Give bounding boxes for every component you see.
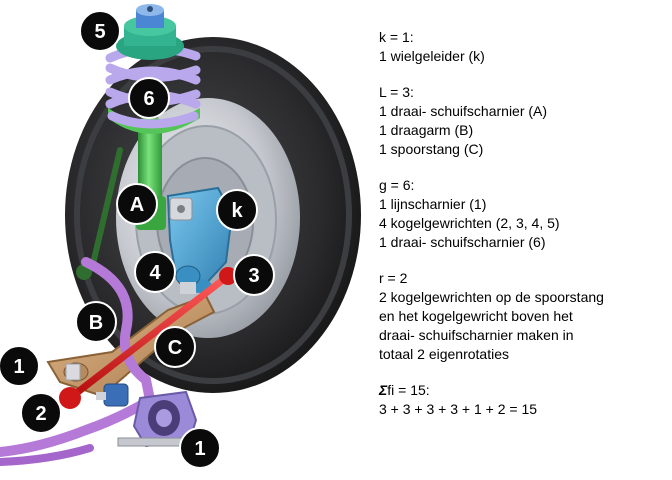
label-5: 5 [79, 10, 121, 52]
L-block: L = 3: 1 draai- schuifscharnier (A) 1 dr… [379, 83, 671, 159]
tie-rod [59, 267, 237, 409]
stabilizer-clamp [96, 383, 129, 407]
r-line-3: draai- schuifscharnier maken in [379, 327, 574, 343]
g-line-2: 4 kogelgewrichten (2, 3, 4, 5) [379, 215, 560, 231]
spring-seat [108, 108, 200, 134]
label-3: 3 [233, 254, 275, 296]
label-C: C [154, 326, 196, 368]
stabilizer-link [89, 147, 123, 271]
svg-text:5: 5 [94, 21, 105, 43]
svg-text:2: 2 [35, 403, 46, 425]
f-block: Σfi = 15: 3 + 3 + 3 + 3 + 1 + 2 = 15 [379, 381, 671, 419]
svg-text:k: k [231, 200, 243, 222]
r-line-2: en het kogelgewricht boven het [379, 308, 573, 324]
f-heading: fi = 15: [387, 382, 430, 398]
r-block: r = 2 2 kogelgewrichten op de spoorstang… [379, 269, 671, 364]
tie-rod-inner-joint [59, 387, 81, 409]
svg-text:1: 1 [194, 438, 205, 460]
svg-text:A: A [130, 194, 144, 216]
svg-text:3: 3 [248, 265, 259, 287]
bushing-bracket [117, 390, 198, 448]
svg-text:1: 1 [13, 356, 24, 378]
label-k: k [216, 189, 258, 231]
svg-text:B: B [89, 312, 103, 334]
f-line-1: 3 + 3 + 3 + 3 + 1 + 2 = 15 [379, 401, 538, 417]
label-A: A [116, 183, 158, 225]
k-heading: k = 1: [379, 29, 414, 45]
k-line-1: 1 wielgeleider (k) [379, 48, 485, 64]
L-line-2: 1 draagarm (B) [379, 122, 474, 138]
r-line-1: 2 kogelgewrichten op de spoorstang [379, 289, 604, 305]
L-line-3: 1 spoorstang (C) [379, 141, 484, 157]
tie-rod-outer-joint [219, 267, 237, 285]
label-2: 2 [20, 392, 62, 434]
g-line-1: 1 lijnscharnier (1) [379, 196, 487, 212]
r-heading: r = 2 [379, 270, 408, 286]
svg-text:6: 6 [143, 88, 154, 110]
tire-tread-highlight [74, 46, 352, 384]
svg-text:C: C [168, 337, 182, 359]
label-6: 6 [128, 77, 170, 119]
L-heading: L = 3: [379, 84, 414, 100]
ball-joint-4 [175, 265, 201, 294]
label-4: 4 [134, 251, 176, 293]
k-block: k = 1: 1 wielgeleider (k) [379, 28, 671, 66]
label-B: B [75, 301, 117, 343]
L-line-1: 1 draai- schuifscharnier (A) [379, 103, 548, 119]
f-heading-line: Σfi = 15: [379, 381, 671, 400]
g-block: g = 6: 1 lijnscharnier (1) 4 kogelgewric… [379, 176, 671, 252]
label-1-bottom: 1 [179, 427, 221, 469]
stabilizer-bar-end [0, 444, 94, 466]
sigma-symbol: Σ [379, 382, 388, 398]
g-line-3: 1 draai- schuifscharnier (6) [379, 234, 546, 250]
r-line-4: totaal 2 eigenrotaties [379, 346, 509, 362]
svg-text:4: 4 [149, 262, 161, 284]
explanation-panel: k = 1: 1 wielgeleider (k) L = 3: 1 draai… [379, 28, 671, 436]
label-1-left: 1 [0, 345, 40, 387]
g-heading: g = 6: [379, 177, 415, 193]
top-mount [116, 4, 184, 60]
